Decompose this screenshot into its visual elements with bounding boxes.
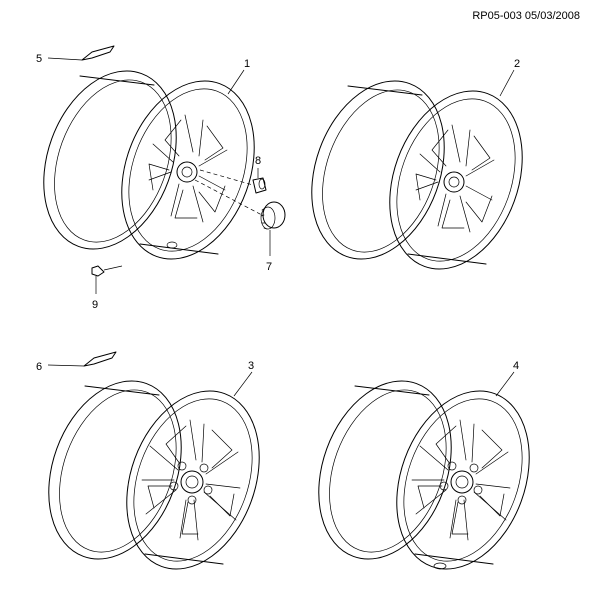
wheel-1	[19, 51, 279, 279]
balance-weight-6	[47, 351, 117, 367]
callout-2: 2	[514, 58, 520, 70]
tyre-valve-9	[91, 265, 123, 294]
wheel-2	[287, 61, 547, 289]
callout-8: 8	[255, 155, 261, 167]
callout-9: 9	[92, 299, 98, 311]
callout-3: 3	[248, 360, 254, 372]
callout-4: 4	[513, 360, 519, 372]
callout-6: 6	[36, 361, 42, 373]
callout-1: 1	[244, 58, 250, 70]
wheel-nut-8	[199, 169, 267, 194]
diagram-reference-code: RP05-003 05/03/2008	[472, 10, 580, 22]
callout-5: 5	[36, 53, 42, 65]
wheel-4	[294, 361, 554, 589]
callout-7: 7	[266, 261, 272, 273]
balance-weight-5	[47, 45, 115, 61]
wheel-3	[24, 361, 284, 589]
center-cap-7	[194, 179, 286, 230]
